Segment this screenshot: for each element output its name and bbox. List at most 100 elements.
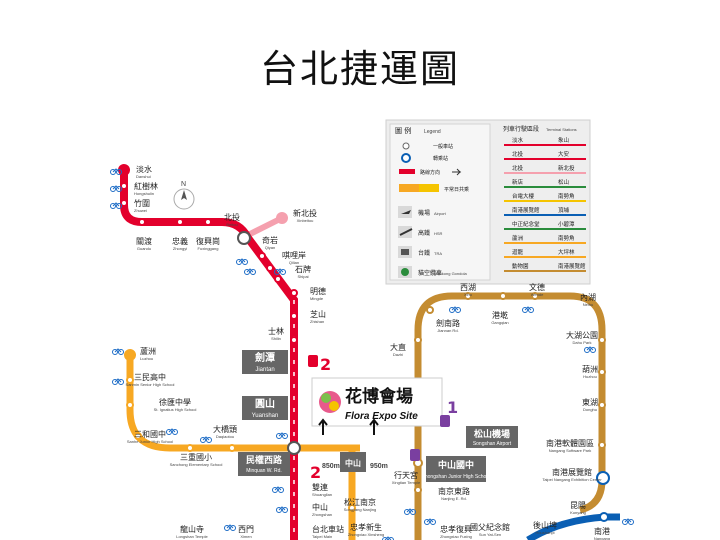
legend-regular-station-icon bbox=[402, 142, 410, 150]
bike-icon bbox=[449, 306, 461, 313]
terminal-line bbox=[504, 214, 586, 216]
station-label-en-nangangexh: Taipei Nangang Exhibition Center bbox=[542, 477, 602, 482]
station-label-en-neihu: Neihu bbox=[583, 302, 593, 307]
station-label-en-daqiaotou: Daqiaotou bbox=[216, 434, 234, 439]
exit-number: 2 bbox=[310, 463, 321, 482]
bus-icon bbox=[440, 415, 450, 427]
legend-item-label: 貓空纜車 bbox=[418, 269, 442, 277]
bike-icon bbox=[244, 268, 256, 275]
station-label-shipai: 石牌 bbox=[295, 264, 311, 274]
legend-item-label: 機場 bbox=[418, 209, 430, 217]
terminal-line bbox=[504, 200, 586, 202]
legend-direction-icon bbox=[399, 168, 462, 176]
station-label-en-mingde: Mingde bbox=[310, 296, 324, 301]
bike-icon bbox=[622, 518, 634, 525]
station-label-zhishan: 芝山 bbox=[310, 309, 326, 319]
station-label-dazhi: 大直 bbox=[390, 342, 406, 352]
station-label-en-dahu: Dahu Park bbox=[573, 340, 592, 345]
bike-icon bbox=[200, 436, 212, 443]
station-label-jiannan: 劍南路 bbox=[436, 318, 460, 328]
terminal-title-en: Terminal Stations bbox=[546, 127, 577, 132]
svg-text:民權西路: 民權西路 bbox=[246, 454, 283, 466]
station-label-houshanpi: 後山埤 bbox=[533, 520, 557, 530]
station-label-en-xinbeitou: Xinbeitou bbox=[297, 218, 314, 223]
legend-title: 圖 例 bbox=[395, 126, 411, 135]
station-label-daqiaotou: 大橋頭 bbox=[213, 424, 237, 434]
terminal-b: 象山 bbox=[558, 136, 569, 144]
svg-text:Flora Expo Site: Flora Expo Site bbox=[345, 411, 418, 422]
terminal-b: 南港展覽館 bbox=[558, 262, 586, 270]
station-label-danshui: 淡水 bbox=[136, 164, 152, 174]
terminal-line bbox=[504, 256, 586, 258]
terminal-a: 動物園 bbox=[512, 262, 529, 270]
station-label-nangang: 南港 bbox=[594, 526, 610, 536]
terminal-rows: 淡水象山北投大安北投新北投新店松山台電大樓南勢角南港展覽館頂埔中正紀念堂小碧潭蘆… bbox=[504, 136, 586, 272]
station-label-en-ximen: Ximen bbox=[240, 534, 251, 539]
station-label-en-shilin: Shilin bbox=[271, 336, 281, 341]
legend-shared-icon bbox=[399, 184, 439, 192]
jiantan-box: 劍潭 Jiantan bbox=[242, 350, 288, 374]
legend-item-label: 台鐵 bbox=[418, 249, 430, 257]
station-label-xihu: 西湖 bbox=[460, 283, 476, 292]
station-label-ximen: 西門 bbox=[238, 525, 254, 534]
bike-icon bbox=[112, 348, 124, 355]
terminal-b: 南勢角 bbox=[558, 234, 575, 242]
bike-icon bbox=[110, 185, 122, 192]
station-label-en-xingtian: Xingtian Temple bbox=[392, 480, 421, 485]
legend-panel: 圖 例 Legend 一般車站 轉乘站 路線方向 平常日共乘 機場 Airpor… bbox=[385, 119, 591, 285]
svg-text:Jiantan: Jiantan bbox=[255, 367, 274, 373]
terminal-b: 頂埔 bbox=[558, 206, 570, 214]
station-label-en-zhongxiaofuxing: Zhongxiao Fuxing bbox=[440, 534, 472, 539]
station-label-guandu: 關渡 bbox=[136, 236, 152, 246]
terminal-a: 蘆洲 bbox=[512, 234, 524, 242]
station-label-zhongxiaofuxing: 忠孝復興 bbox=[440, 524, 472, 534]
svg-text:HSR: HSR bbox=[434, 231, 443, 236]
terminal-line bbox=[504, 144, 586, 146]
station-label-en-qilian: Qilian bbox=[289, 260, 299, 265]
station-label-wende: 文德 bbox=[529, 282, 545, 292]
bike-icon bbox=[276, 506, 288, 513]
terminal-a: 迴龍 bbox=[512, 248, 524, 256]
station-label-en-longshan: Longshan Temple bbox=[176, 534, 208, 539]
legend-item-label: 轉乘站 bbox=[433, 155, 448, 162]
station-label-fuxinggang: 復興崗 bbox=[196, 236, 220, 246]
station-label-donghu: 東湖 bbox=[582, 397, 598, 407]
station-label-en-sanmin: Sanmin Senior High School bbox=[126, 382, 175, 387]
bike-icon bbox=[584, 346, 596, 353]
minquan-transfer bbox=[287, 441, 301, 455]
page-title: 台北捷運圖 bbox=[259, 47, 460, 91]
svg-text:Songshan Airport: Songshan Airport bbox=[473, 441, 512, 447]
station-label-en-fuxinggang: Fuxinggang bbox=[198, 246, 219, 251]
terminal-a: 中正紀念堂 bbox=[512, 220, 540, 228]
station-label-en-jiannan: Jiannan Rd. bbox=[437, 328, 458, 333]
station-label-huzhou: 葫洲 bbox=[582, 364, 598, 374]
svg-text:Airport: Airport bbox=[434, 211, 447, 216]
bike-icon bbox=[274, 268, 286, 275]
station-label-longshan: 龍山寺 bbox=[180, 524, 204, 534]
orange-stations bbox=[124, 349, 356, 512]
legend-item-label: 高鐵 bbox=[418, 229, 430, 237]
station-label-zhongyi: 忠義 bbox=[172, 236, 188, 246]
arrow-icon bbox=[318, 418, 328, 435]
station-label-dahu: 大湖公園 bbox=[566, 330, 598, 340]
station-label-luzhou: 蘆洲 bbox=[140, 346, 156, 356]
terminal-a: 台電大樓 bbox=[512, 192, 535, 200]
legend-title-en: Legend bbox=[424, 129, 441, 135]
terminal-b: 南勢角 bbox=[558, 192, 575, 200]
station-label-en-wende: Wende bbox=[531, 292, 544, 297]
station-label-xinbeitou: 新北投 bbox=[293, 208, 317, 218]
legend-transfer-icon bbox=[401, 153, 411, 163]
station-label-en-houshanpi: Houshanpi bbox=[535, 530, 554, 535]
bike-icon bbox=[522, 306, 534, 313]
bus-icon bbox=[308, 355, 318, 367]
compass-icon: N bbox=[173, 181, 195, 210]
station-label-en-shipai: Shipai bbox=[297, 274, 308, 279]
terminal-line bbox=[504, 186, 586, 188]
nangang-exh-transfer bbox=[596, 471, 610, 485]
minquan-box: 民權西路 Minquan W. Rd. bbox=[238, 452, 290, 476]
svg-text:中山國中: 中山國中 bbox=[438, 459, 474, 471]
terminal-line bbox=[504, 172, 586, 174]
svg-text:劍潭: 劍潭 bbox=[255, 351, 275, 364]
station-label-en-nanjingfuxing: Nanjing E. Rd. bbox=[441, 496, 467, 501]
terminal-b: 小碧潭 bbox=[558, 220, 575, 228]
